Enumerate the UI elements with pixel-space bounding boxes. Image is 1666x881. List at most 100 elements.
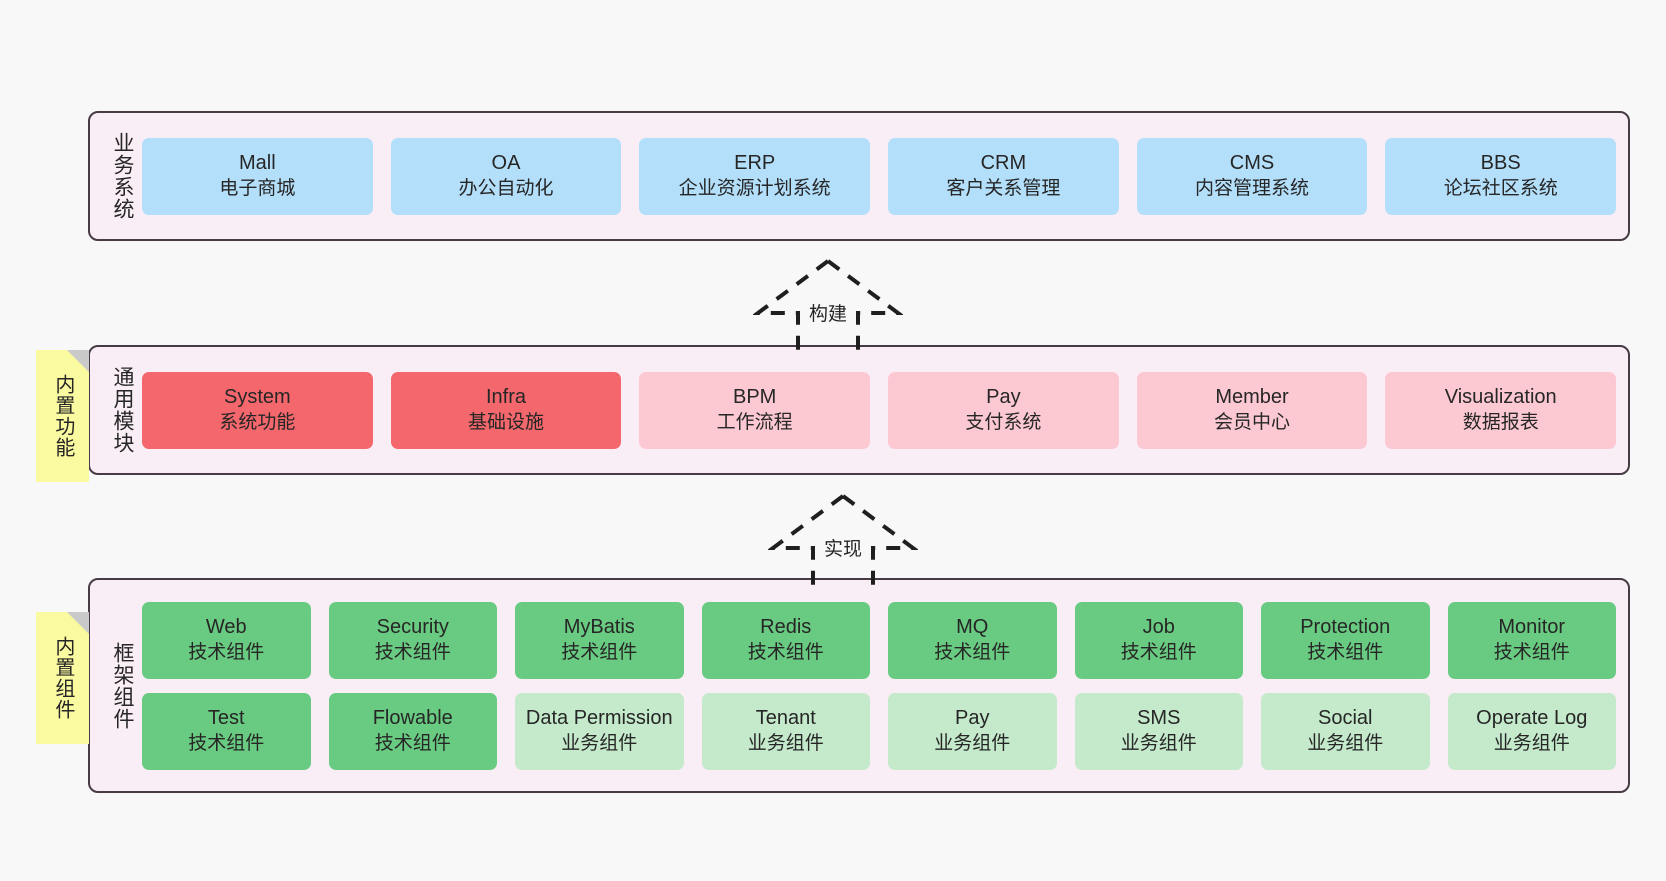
card-subtitle: 工作流程 xyxy=(716,411,793,433)
card-flowable[interactable]: Flowable 技术组件 xyxy=(328,692,497,770)
card-tenant[interactable]: Tenant 业务组件 xyxy=(701,692,870,770)
card-title: MQ xyxy=(956,616,989,639)
card-cms[interactable]: CMS 内容管理系统 xyxy=(1136,137,1368,215)
card-title: SMS xyxy=(1137,707,1181,730)
card-member[interactable]: Member 会员中心 xyxy=(1136,371,1368,449)
card-title: Social xyxy=(1318,707,1373,730)
card-subtitle: 业务组件 xyxy=(1120,732,1197,754)
layer-body-framework-components: Web 技术组件 Security 技术组件 MyBatis 技术组件 Redi… xyxy=(138,580,1628,791)
connector-implement-label: 实现 xyxy=(822,534,864,561)
card-subtitle: 客户关系管理 xyxy=(946,177,1061,199)
card-subtitle: 系统功能 xyxy=(219,411,296,433)
card-security[interactable]: Security 技术组件 xyxy=(328,601,497,679)
card-subtitle: 业务组件 xyxy=(561,732,638,754)
card-row: System 系统功能 Infra 基础设施 BPM 工作流程 Pay 支付系统… xyxy=(142,371,1617,449)
card-subtitle: 论坛社区系统 xyxy=(1443,177,1558,199)
card-pay[interactable]: Pay 支付系统 xyxy=(888,371,1119,449)
card-operate-log[interactable]: Operate Log 业务组件 xyxy=(1447,692,1616,770)
card-subtitle: 业务组件 xyxy=(1493,732,1570,754)
card-title: Mall xyxy=(239,152,276,175)
card-subtitle: 技术组件 xyxy=(934,641,1011,663)
card-title: Protection xyxy=(1300,616,1391,639)
card-title: Operate Log xyxy=(1476,707,1588,730)
card-subtitle: 技术组件 xyxy=(561,641,638,663)
card-subtitle: 基础设施 xyxy=(468,411,545,433)
card-data-permission[interactable]: Data Permission 业务组件 xyxy=(515,692,684,770)
card-bbs[interactable]: BBS 论坛社区系统 xyxy=(1385,137,1617,215)
card-mq[interactable]: MQ 技术组件 xyxy=(888,601,1057,679)
card-title: MyBatis xyxy=(563,616,635,639)
card-title: System xyxy=(223,386,291,409)
card-job[interactable]: Job 技术组件 xyxy=(1074,601,1243,679)
card-subtitle: 技术组件 xyxy=(1307,641,1384,663)
card-title: Pay xyxy=(955,707,990,730)
card-mybatis[interactable]: MyBatis 技术组件 xyxy=(515,601,684,679)
card-visualization[interactable]: Visualization 数据报表 xyxy=(1385,371,1617,449)
layer-title-business-systems: 业务系统 xyxy=(111,132,134,220)
card-crm[interactable]: CRM 客户关系管理 xyxy=(888,137,1119,215)
card-oa[interactable]: OA 办公自动化 xyxy=(390,137,622,215)
card-mall[interactable]: Mall 电子商城 xyxy=(142,137,373,215)
card-sms[interactable]: SMS 业务组件 xyxy=(1074,692,1243,770)
card-row: Web 技术组件 Security 技术组件 MyBatis 技术组件 Redi… xyxy=(142,601,1616,679)
card-title: ERP xyxy=(734,152,776,175)
card-subtitle: 技术组件 xyxy=(188,641,265,663)
card-title: Monitor xyxy=(1498,616,1566,639)
card-protection[interactable]: Protection 技术组件 xyxy=(1261,601,1430,679)
sticky-note-builtin-components: 内置组件 xyxy=(36,612,89,744)
card-subtitle: 技术组件 xyxy=(374,732,451,754)
sticky-note-text: 内置组件 xyxy=(51,636,74,720)
card-subtitle: 业务组件 xyxy=(747,732,824,754)
sticky-note-text: 内置功能 xyxy=(51,374,74,458)
card-title: Redis xyxy=(760,616,812,639)
card-subtitle: 内容管理系统 xyxy=(1195,177,1310,199)
card-title: Security xyxy=(376,616,449,639)
card-subtitle: 支付系统 xyxy=(965,411,1042,433)
card-subtitle: 业务组件 xyxy=(934,732,1011,754)
card-title: BPM xyxy=(733,386,777,409)
card-system[interactable]: System 系统功能 xyxy=(142,371,373,449)
card-redis[interactable]: Redis 技术组件 xyxy=(701,601,870,679)
card-subtitle: 企业资源计划系统 xyxy=(678,177,831,199)
card-title: Pay xyxy=(986,386,1021,409)
card-erp[interactable]: ERP 企业资源计划系统 xyxy=(639,137,871,215)
connector-build-label: 构建 xyxy=(807,299,849,326)
connector-build: 构建 xyxy=(753,255,903,351)
card-subtitle: 技术组件 xyxy=(1493,641,1570,663)
card-title: CRM xyxy=(980,152,1027,175)
layer-title-framework-components: 框架组件 xyxy=(111,641,134,730)
card-title: Member xyxy=(1215,386,1289,409)
card-bpm[interactable]: BPM 工作流程 xyxy=(639,371,871,449)
layer-title-common-modules: 通用模块 xyxy=(111,366,134,454)
card-pay-business[interactable]: Pay 业务组件 xyxy=(888,692,1057,770)
card-social[interactable]: Social 业务组件 xyxy=(1261,692,1430,770)
card-subtitle: 技术组件 xyxy=(374,641,451,663)
card-subtitle: 业务组件 xyxy=(1307,732,1384,754)
card-title: Test xyxy=(207,707,245,730)
card-web[interactable]: Web 技术组件 xyxy=(142,601,311,679)
card-subtitle: 会员中心 xyxy=(1214,411,1291,433)
card-monitor[interactable]: Monitor 技术组件 xyxy=(1447,601,1616,679)
layer-business-systems: 业务系统 Mall 电子商城 OA 办公自动化 ERP 企业资源计划系统 CRM… xyxy=(88,111,1630,241)
layer-body-common-modules: System 系统功能 Infra 基础设施 BPM 工作流程 Pay 支付系统… xyxy=(138,347,1628,473)
card-row: Mall 电子商城 OA 办公自动化 ERP 企业资源计划系统 CRM 客户关系… xyxy=(142,137,1617,215)
layer-body-business-systems: Mall 电子商城 OA 办公自动化 ERP 企业资源计划系统 CRM 客户关系… xyxy=(138,113,1628,239)
card-title: Flowable xyxy=(372,707,453,730)
card-subtitle: 办公自动化 xyxy=(458,177,554,199)
card-title: Infra xyxy=(485,386,527,409)
layer-common-modules: 通用模块 System 系统功能 Infra 基础设施 BPM 工作流程 Pay… xyxy=(88,345,1630,475)
card-title: BBS xyxy=(1480,152,1521,175)
card-title: OA xyxy=(491,152,521,175)
card-subtitle: 技术组件 xyxy=(188,732,265,754)
card-title: Job xyxy=(1142,616,1175,639)
card-subtitle: 技术组件 xyxy=(1120,641,1197,663)
card-subtitle: 技术组件 xyxy=(747,641,824,663)
card-title: Tenant xyxy=(755,707,816,730)
connector-implement: 实现 xyxy=(768,490,918,586)
layer-framework-components: 框架组件 Web 技术组件 Security 技术组件 MyBatis 技术组件… xyxy=(88,578,1630,793)
card-test[interactable]: Test 技术组件 xyxy=(142,692,311,770)
card-title: Visualization xyxy=(1444,386,1557,409)
card-infra[interactable]: Infra 基础设施 xyxy=(390,371,622,449)
card-row: Test 技术组件 Flowable 技术组件 Data Permission … xyxy=(142,692,1616,770)
